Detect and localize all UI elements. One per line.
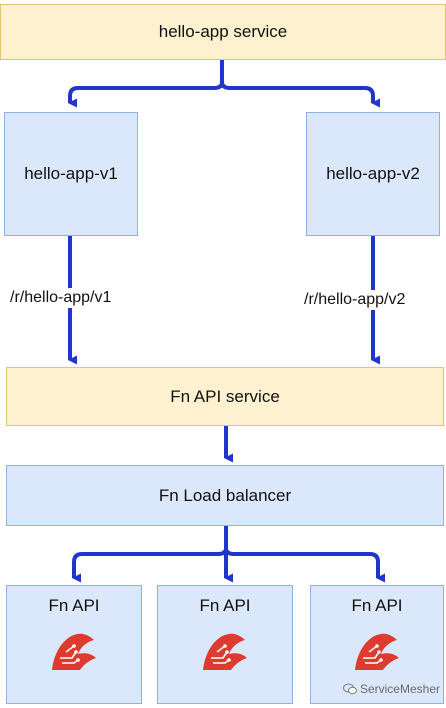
fn-project-logo-icon: [203, 633, 247, 670]
hello-app-service-label: hello-app service: [158, 22, 288, 41]
watermark: ServiceMesher: [342, 682, 440, 696]
arrow-service-to-v1: [68, 60, 224, 108]
route-v2-label: /r/hello-app/v2: [302, 290, 408, 310]
fn-api-node-2: Fn API: [157, 585, 293, 704]
fn-api-service-box: Fn API service: [6, 367, 444, 426]
arrow-service-to-v2: [220, 60, 380, 108]
fn-api-node-label: Fn API: [351, 596, 403, 615]
hello-app-v1-box: hello-app-v1: [4, 112, 138, 236]
route-v1-label: /r/hello-app/v1: [8, 288, 114, 308]
fn-api-node-3: Fn API: [310, 585, 444, 704]
wechat-icon: [342, 683, 357, 695]
fn-load-balancer-label: Fn Load balancer: [158, 485, 292, 505]
fn-project-logo-icon: [52, 633, 96, 670]
fn-project-logo-icon: [355, 633, 399, 670]
arrow-lb-to-fn-api-1: [72, 526, 228, 583]
hello-app-v2-label: hello-app-v2: [326, 164, 420, 183]
hello-app-v1-label: hello-app-v1: [24, 164, 118, 183]
arrow-lb-to-fn-api-3: [224, 526, 385, 583]
watermark-text: ServiceMesher: [359, 682, 440, 696]
fn-api-node-1: Fn API: [6, 585, 142, 704]
hello-app-service-box: hello-app service: [0, 4, 446, 60]
fn-load-balancer-box: Fn Load balancer: [6, 465, 444, 526]
hello-app-v2-box: hello-app-v2: [306, 112, 440, 236]
fn-api-service-label: Fn API service: [170, 386, 280, 406]
fn-api-node-label: Fn API: [199, 596, 251, 615]
fn-api-node-label: Fn API: [48, 596, 100, 615]
